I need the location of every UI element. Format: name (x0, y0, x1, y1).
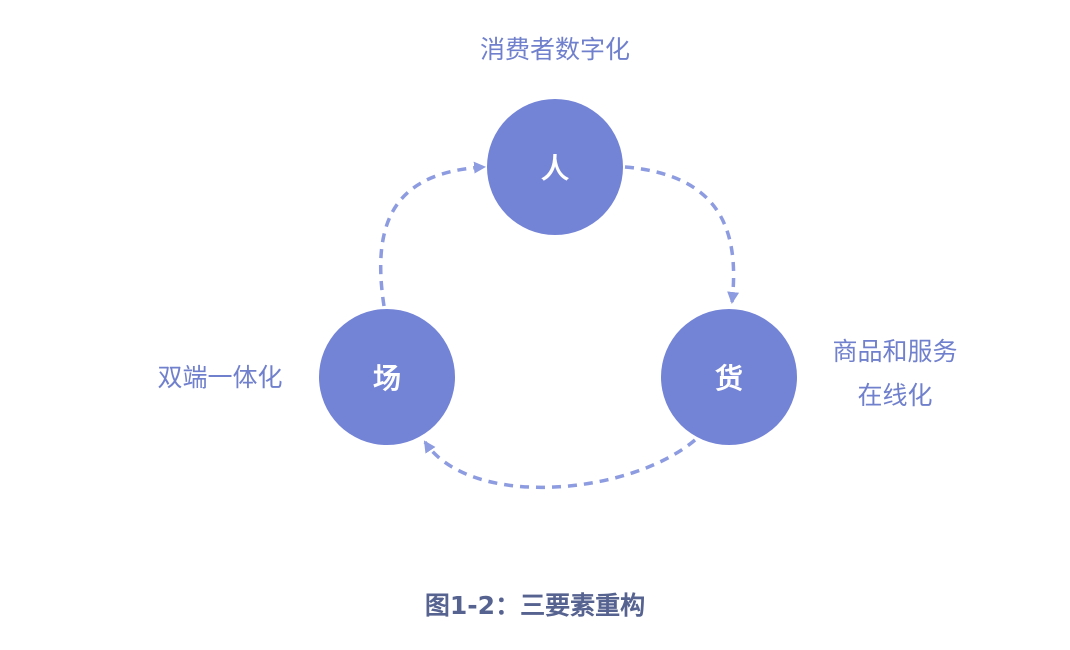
node-goods-label: 货 (714, 362, 743, 395)
caption-goods-line2: 在线化 (857, 381, 933, 410)
caption-goods-line1: 商品和服务 (832, 337, 958, 366)
node-goods: 货 (661, 309, 797, 445)
node-place-label: 场 (372, 362, 401, 395)
arrow-person-to-goods (624, 165, 740, 304)
arrow-goods-to-place (423, 438, 697, 490)
node-person-label: 人 (540, 152, 569, 185)
node-person: 人 (487, 99, 623, 235)
caption-place: 双端一体化 (157, 363, 283, 392)
caption-goods: 商品和服务 在线化 (800, 330, 990, 418)
caption-person: 消费者数字化 (479, 35, 630, 64)
arrow-place-to-person (379, 161, 486, 307)
figure-title: 图1-2：三要素重构 (424, 591, 646, 620)
node-place: 场 (319, 309, 455, 445)
